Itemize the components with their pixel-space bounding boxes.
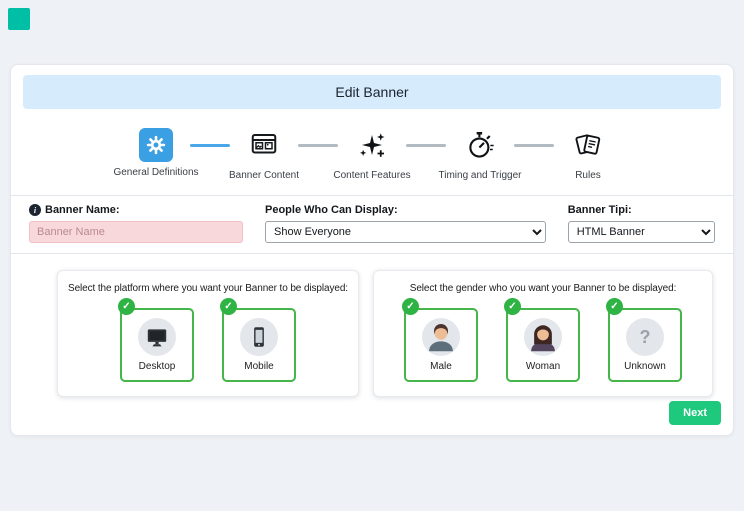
sparkles-icon (357, 125, 387, 165)
audience-label: People Who Can Display: (265, 204, 398, 216)
banner-settings-form: i Banner Name: People Who Can Display: S… (11, 195, 733, 254)
step-timing-and-trigger[interactable]: Timing and Trigger (434, 125, 526, 181)
next-button[interactable]: Next (669, 401, 721, 425)
mobile-icon (240, 318, 278, 356)
step-general-definitions[interactable]: General Definitions (110, 125, 202, 178)
info-icon: i (29, 204, 41, 216)
platform-panel-title: Select the platform where you want your … (68, 283, 348, 294)
check-icon: ✓ (402, 298, 419, 315)
question-icon: ? (626, 318, 664, 356)
check-icon: ✓ (606, 298, 623, 315)
target-panels: Select the platform where you want your … (57, 270, 713, 397)
banner-type-select[interactable]: HTML Banner (567, 221, 715, 243)
step-label: Timing and Trigger (438, 170, 522, 181)
wizard-stepper: General Definitions Banner Content (11, 125, 733, 181)
site-logo (8, 8, 30, 30)
desktop-icon (138, 318, 176, 356)
woman-avatar-icon (524, 318, 562, 356)
step-content-features[interactable]: Content Features (326, 125, 418, 181)
banner-name-label: Banner Name: (45, 204, 120, 216)
stopwatch-icon (465, 125, 495, 165)
step-label: Content Features (333, 170, 411, 181)
step-banner-content[interactable]: Banner Content (218, 125, 310, 181)
platform-option-desktop[interactable]: ✓ Desktop (118, 298, 194, 382)
option-label: Male (430, 361, 452, 372)
banner-type-label: Banner Tipi: (567, 204, 632, 216)
rules-icon (573, 125, 603, 165)
gender-panel-title: Select the gender who you want your Bann… (409, 283, 677, 294)
banner-name-field: i Banner Name: (29, 204, 243, 243)
step-label: General Definitions (113, 167, 199, 178)
banner-type-field: Banner Tipi: HTML Banner (567, 204, 715, 243)
step-connector (406, 144, 446, 147)
audience-field: People Who Can Display: Show Everyone (265, 204, 546, 243)
edit-banner-card: Edit Banner General Definitions (10, 64, 734, 436)
option-label: Woman (525, 361, 561, 372)
gear-icon (139, 128, 173, 162)
page-title: Edit Banner (23, 75, 721, 109)
audience-select[interactable]: Show Everyone (265, 221, 546, 243)
gender-panel: Select the gender who you want your Bann… (373, 270, 713, 397)
option-label: Unknown (624, 361, 666, 372)
platform-option-mobile[interactable]: ✓ Mobile (220, 298, 296, 382)
male-avatar-icon (422, 318, 460, 356)
option-label: Desktop (138, 361, 176, 372)
gender-option-woman[interactable]: ✓ Woman (504, 298, 580, 382)
step-label: Rules (575, 170, 601, 181)
step-connector (514, 144, 554, 147)
gender-option-male[interactable]: ✓ Male (402, 298, 478, 382)
step-connector (298, 144, 338, 147)
banner-content-icon (249, 125, 279, 165)
check-icon: ✓ (504, 298, 521, 315)
step-connector (190, 144, 230, 147)
platform-panel: Select the platform where you want your … (57, 270, 359, 397)
option-label: Mobile (244, 361, 274, 372)
gender-option-unknown[interactable]: ✓ ? Unknown (606, 298, 682, 382)
banner-name-input[interactable] (29, 221, 243, 243)
step-rules[interactable]: Rules (542, 125, 634, 181)
check-icon: ✓ (118, 298, 135, 315)
step-label: Banner Content (228, 170, 300, 181)
check-icon: ✓ (220, 298, 237, 315)
